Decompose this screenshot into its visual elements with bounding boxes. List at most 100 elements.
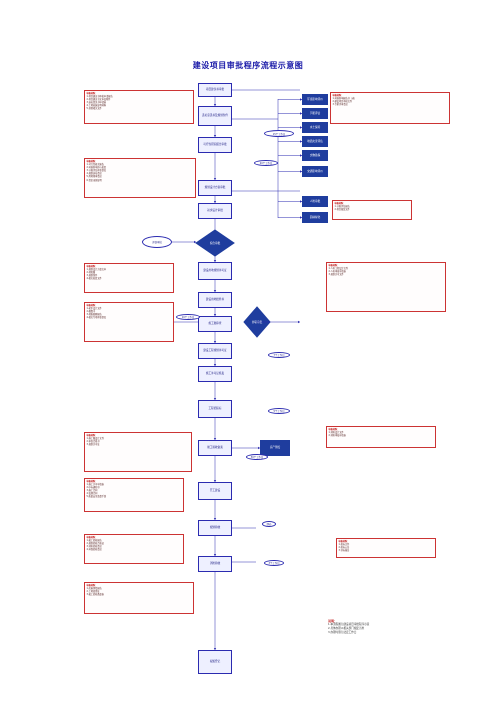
right-note-3-title: 申报材料： xyxy=(328,428,340,431)
flow-box-side-7: 园林绿化 xyxy=(302,212,328,223)
right-note-4-line: 2.招标公告 xyxy=(338,546,350,550)
left-note-1-title: 申报材料： xyxy=(86,160,98,163)
left-note-1-line: 3.节能评估审查意见 xyxy=(86,169,107,173)
left-note-3-line: 3.地质勘察报告 xyxy=(86,313,102,317)
flow-box-b15: 消防验收 xyxy=(198,556,232,572)
right-note-3-line: 1.消防设计文件 xyxy=(328,431,344,435)
main-flow-arrow xyxy=(213,341,217,343)
badge-7: 3个工作日 xyxy=(264,560,284,566)
side-arrow xyxy=(300,154,302,157)
flow-box-b4: 规划设计方案审批 xyxy=(198,180,232,196)
left-note-1-line: 5.用地预审意见 xyxy=(86,175,102,179)
left-note-1-line: 4.规划选址意见 xyxy=(86,172,102,176)
left-note-5-line: 3.施工合同 xyxy=(86,489,98,493)
flow-box-b10: 施工许可证核发 xyxy=(198,366,232,382)
flow-box-b16: 房产测绘 xyxy=(260,440,290,456)
main-flow-arrow xyxy=(213,554,217,556)
right-note-2-title: 申报材料： xyxy=(328,264,340,267)
flow-box-b2: 选址意见书及规划条件 xyxy=(198,106,232,126)
left-note-0-title: 申报材料： xyxy=(86,92,98,95)
flow-box-b17: 权属登记 xyxy=(198,650,232,674)
right-note-3-line: 2.消防审核申请表 xyxy=(328,434,346,438)
left-note-3-line: 1.初步设计文件 xyxy=(86,307,102,311)
left-note-7-title: 申报材料： xyxy=(86,584,98,587)
right-note-0-line: 3.专家评审意见 xyxy=(332,103,348,107)
left-note-0-line: 5.其他相关文件 xyxy=(86,107,102,111)
right-note-2-line: 2.人防审批申请表 xyxy=(328,270,346,274)
flow-box-b8: 施工图审查 xyxy=(198,316,232,332)
hub-arrow xyxy=(194,240,196,244)
flow-box-b5: 初步设计审批 xyxy=(198,203,232,219)
left-note-6-line: 2.规划验收合格证 xyxy=(86,542,104,546)
flow-box-b11: 工程招投标 xyxy=(198,400,232,418)
left-note-4-line: 2.审查合格书 xyxy=(86,440,100,444)
left-note-4-line: 3.规划许可证 xyxy=(86,443,100,447)
flow-box-b1: 项目建议书审批 xyxy=(198,83,232,97)
left-note-7-line: 1.房屋测绘报告 xyxy=(86,587,102,591)
left-note-6-title: 申报材料： xyxy=(86,536,98,539)
flow-box-side-4: 文物勘探 xyxy=(302,150,328,161)
legend-line-3: 3.办理时限为法定工作日 xyxy=(328,631,357,634)
legend-title: 说明： xyxy=(328,619,338,623)
flow-box-side-0: 环境影响评价 xyxy=(302,94,328,105)
main-flow-arrow xyxy=(213,438,217,440)
main-flow-arrow xyxy=(213,648,217,650)
b16-arrow xyxy=(258,446,260,450)
left-note-1-line: 2.环境影响评价批复 xyxy=(86,166,107,170)
right-note-4-line: 1.招标文件 xyxy=(338,543,350,547)
right-note-1-line: 1.节能评估报告 xyxy=(334,205,350,209)
main-flow-arrow xyxy=(213,135,217,137)
side-arrow xyxy=(300,200,302,203)
page-title: 建设项目审批程序流程示意图 xyxy=(192,61,304,70)
legend-line-2: 2.具体办理以相关部门规定为准 xyxy=(328,627,365,630)
flow-box-b14: 规划验收 xyxy=(198,520,232,536)
left-note-6-line: 1.竣工验收报告 xyxy=(86,539,102,543)
left-note-0-line: 3.选址意见书申请表 xyxy=(86,101,107,105)
legend-line-1: 1.本流程图为建设项目审批程序示意 xyxy=(328,623,370,626)
left-note-5-line: 5.质量安全监督手续 xyxy=(86,495,107,499)
legend: 说明： 1.本流程图为建设项目审批程序示意 2.具体办理以相关部门规定为准 3.… xyxy=(328,619,468,635)
right-note-0-line: 1.环境影响报告书（表） xyxy=(332,97,357,101)
right-note-0-title: 申报材料： xyxy=(332,94,344,97)
left-note-0-line: 4.土地权属证明材料 xyxy=(86,104,107,108)
main-flow-arrow xyxy=(213,201,217,203)
left-note-0-line: 2.项目建议书文本及附件 xyxy=(86,98,111,102)
badge-0: 15个工作日 xyxy=(264,130,294,137)
badge-2: 10个工作日 xyxy=(176,314,200,320)
side-arrow xyxy=(300,140,302,143)
main-flow-arrow xyxy=(213,314,217,316)
left-note-5-line: 2.中标通知书 xyxy=(86,486,100,490)
right-note-2-line: 1.人防工程设计文件 xyxy=(328,267,349,271)
hub-right-arrow xyxy=(298,320,300,324)
main-flow-arrow xyxy=(213,260,217,262)
flow-box-b12: 竣工验收备案 xyxy=(198,440,232,456)
left-note-2-line: 2.地形图 xyxy=(86,271,96,275)
main-flow-arrow xyxy=(213,480,217,482)
right-note-4-line: 3.评标报告 xyxy=(338,549,350,553)
badge-4: 5个工作日 xyxy=(268,408,290,414)
main-flow-arrow xyxy=(213,104,217,106)
left-note-2-line: 4.相关批复文件 xyxy=(86,277,102,281)
side-arrow xyxy=(300,98,302,101)
left-note-3-line: 4.相关专项审查意见 xyxy=(86,316,107,320)
main-flow-arrow xyxy=(213,398,217,400)
main-flow-arrow xyxy=(213,518,217,520)
center-diamond-label: 综合审批 xyxy=(210,241,221,245)
right-note-4-title: 申报材料： xyxy=(338,540,350,543)
right-note-1-title: 申报材料： xyxy=(334,202,346,205)
flow-box-side-2: 水土保持 xyxy=(302,122,328,133)
side-arrow xyxy=(300,126,302,129)
left-note-7-line: 2.土地使用证 xyxy=(86,590,100,594)
badge-1: 20个工作日 xyxy=(254,160,278,166)
left-note-5-line: 1.施工许可申请表 xyxy=(86,483,104,487)
